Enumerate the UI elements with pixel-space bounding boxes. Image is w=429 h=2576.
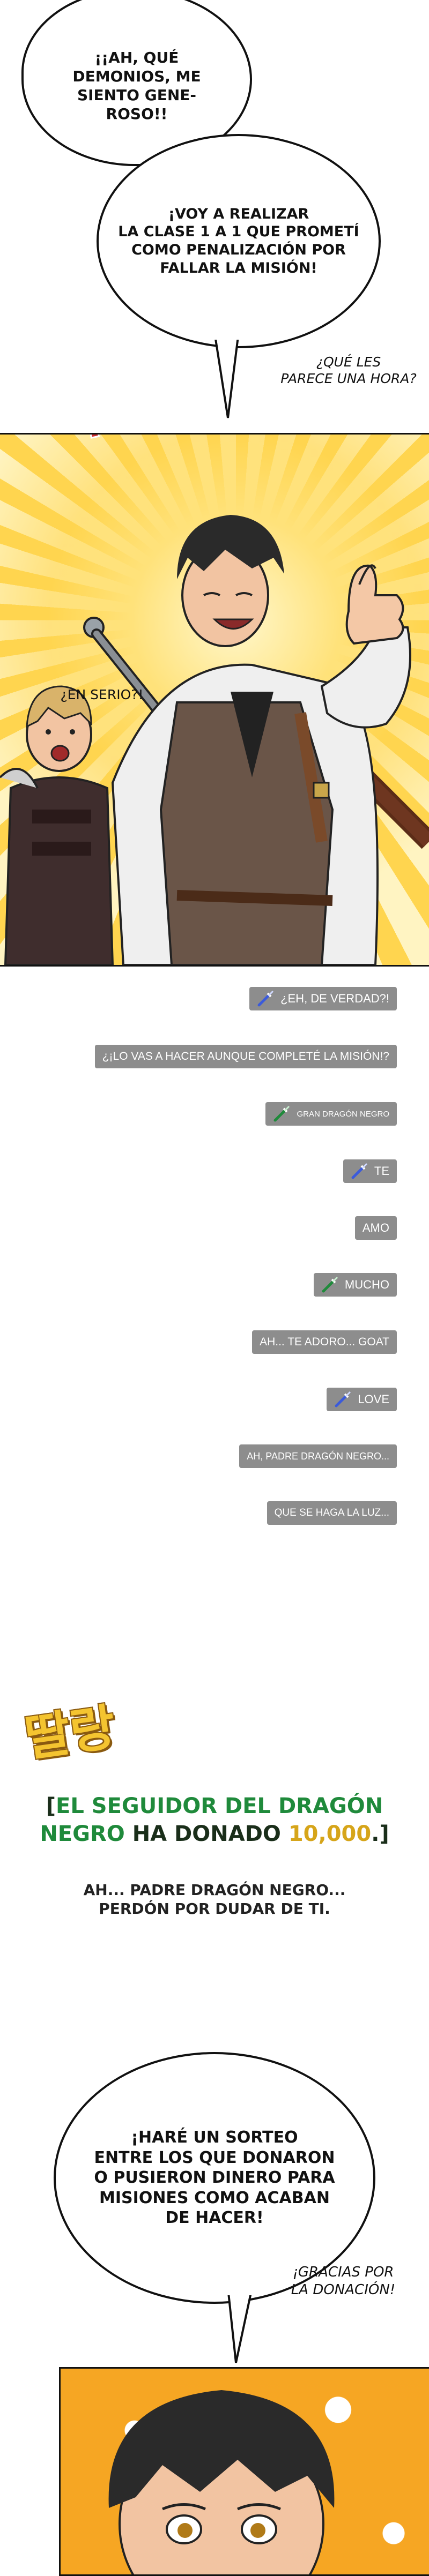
speech-bubble-top: ¡¡AH, QUÉ DEMONIOS, ME SIENTO GENE- ROSO… (21, 0, 252, 166)
chat-message: TE (343, 1159, 397, 1183)
donation-verb: HA DONADO (124, 1822, 289, 1846)
chat-message: MUCHO (313, 1273, 397, 1297)
blue-sword-icon (257, 990, 274, 1007)
donation-notice: [EL SEGUIDOR DEL DRAGÓN NEGRO HA DONADO … (0, 1792, 429, 1848)
character-illustration (0, 515, 429, 965)
chat-message-text: AMO (362, 1221, 389, 1234)
speech-bubble-tail (225, 2288, 257, 2363)
chat-message-text: QUE SE HAGA LA LUZ... (274, 1507, 389, 1518)
donation-donor-name-2: NEGRO (40, 1822, 125, 1846)
panel-character-bottom (59, 2367, 429, 2576)
chat-message: ¿EH, DE VERDAD?! (249, 987, 397, 1010)
speech-text-top: ¡¡AH, QUÉ DEMONIOS, ME SIENTO GENE- ROSO… (72, 49, 201, 123)
donation-reaction: AH... PADRE DRAGÓN NEGRO... PERDÓN POR D… (83, 1881, 346, 1918)
blue-sword-icon (351, 1163, 368, 1180)
chat-message: AH... TE ADORO... GOAT (252, 1330, 397, 1354)
chat-message-text: ¿¡LO VAS A HACER AUNQUE COMPLETÉ LA MISI… (102, 1050, 389, 1062)
side-text-thanks: ¡GRACIAS POR LA DONACIÓN! (291, 2264, 396, 2298)
chat-feed: ¿EH, DE VERDAD?! ¿¡LO VAS A HACER AUNQUE… (0, 975, 429, 1554)
green-sword-icon (321, 1276, 338, 1293)
chat-message: ¿¡LO VAS A HACER AUNQUE COMPLETÉ LA MISI… (94, 1045, 397, 1068)
donation-bracket-open: [ (46, 1794, 56, 1818)
chat-message-text: LOVE (358, 1392, 389, 1406)
panel-character-thumbsup: 척 ¿EN SERIO?! (0, 433, 429, 967)
donation-amount: 10,000 (288, 1822, 372, 1846)
chat-message: GRAN DRAGÓN NEGRO (265, 1102, 397, 1126)
donation-sfx: 딸랑 (21, 1698, 120, 1768)
chat-message-text: TE (374, 1164, 389, 1178)
chat-message-text: AH, PADRE DRAGÓN NEGRO... (247, 1450, 389, 1462)
speech-bubble-mid: ¡VOY A REALIZAR LA CLASE 1 A 1 QUE PROME… (97, 134, 381, 348)
chat-message: QUE SE HAGA LA LUZ... (267, 1501, 397, 1525)
blue-sword-icon (334, 1391, 351, 1408)
chat-message: AH, PADRE DRAGÓN NEGRO... (239, 1444, 397, 1468)
speech-text-serious: ¿EN SERIO?! (60, 687, 144, 702)
speech-bubble-raffle: ¡HARÉ UN SORTEO ENTRE LOS QUE DONARON O … (54, 2052, 375, 2304)
speech-text-mid: ¡VOY A REALIZAR LA CLASE 1 A 1 QUE PROME… (118, 205, 359, 276)
speech-text-raffle: ¡HARÉ UN SORTEO ENTRE LOS QUE DONARON O … (94, 2128, 335, 2228)
chat-message-text: AH... TE ADORO... GOAT (260, 1336, 389, 1348)
chat-message-text: MUCHO (344, 1278, 389, 1291)
donation-donor-name: EL SEGUIDOR DEL DRAGÓN (56, 1794, 383, 1818)
chat-message: AMO (354, 1216, 397, 1240)
donation-bracket-close: .] (371, 1822, 389, 1846)
chat-message: LOVE (327, 1388, 397, 1411)
side-text-hour: ¿QUÉ LES PARECE UNA HORA? (280, 354, 417, 387)
chat-message-text: GRAN DRAGÓN NEGRO (297, 1109, 389, 1119)
speech-bubble-tail (212, 332, 244, 418)
chat-message-text: ¿EH, DE VERDAD?! (280, 992, 389, 1005)
green-sword-icon (273, 1105, 290, 1122)
character-face-illustration (108, 2390, 335, 2574)
